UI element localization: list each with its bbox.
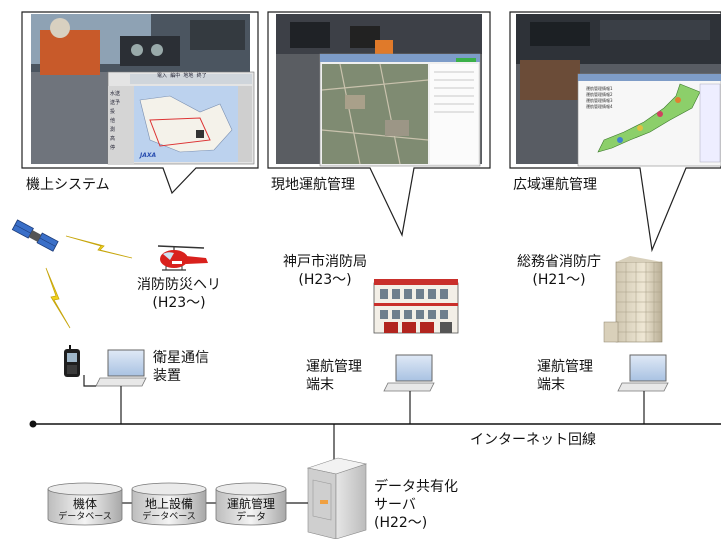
lightning-bolt-icon (45, 267, 71, 329)
laptop-fdma-icon (617, 354, 669, 392)
fdma-label: 総務省消防庁 (H21〜) (504, 253, 614, 289)
helicopter-period: (H23〜) (152, 295, 206, 311)
kobe-fire-department-building (373, 279, 459, 334)
onboard-screenshot (31, 14, 255, 165)
fdma-legend-item: 運航管理情報2 (586, 92, 613, 97)
database-cylinder-icon (47, 482, 123, 526)
terminal-kobe-label: 運航管理 端末 (306, 358, 362, 394)
satellite-icon (11, 219, 59, 252)
fdma-legend-item: 運航管理情報1 (586, 86, 613, 91)
db-ground-line1: 地上設備 (144, 497, 193, 511)
cockpit-btn: 編中 (170, 73, 181, 79)
callout-label-onboard: 機上システム (26, 177, 110, 193)
fdma-period: (H21〜) (532, 272, 586, 288)
internet-line (29, 420, 721, 428)
server-line1: データ共有化 (374, 479, 458, 495)
callout-local-operations (267, 11, 491, 237)
db-label-ops: 運航管理 データ (216, 498, 286, 524)
terminal-kobe-line1: 運航管理 (306, 359, 362, 375)
cockpit-btn: 送予 (110, 100, 121, 106)
callout-label-local: 現地運航管理 (271, 177, 355, 193)
server-icon (306, 457, 368, 539)
cockpit-btn: 地地 (183, 73, 194, 79)
db-label-ground: 地上設備 データベース (132, 498, 206, 524)
network-links (83, 375, 645, 460)
db-ground-line2: データベース (142, 512, 196, 522)
laptop-kobe-icon (383, 354, 435, 392)
cockpit-btn: 投 (110, 109, 116, 115)
callout-wide-area-operations (509, 11, 721, 253)
internet-label: インターネット回線 (470, 432, 596, 448)
database-cylinder-icon (215, 482, 287, 526)
db-airframe-line2: データベース (58, 512, 112, 522)
db-label-airframe: 機体 データベース (48, 498, 122, 524)
kobe-name: 神戸市消防局 (283, 254, 367, 270)
cockpit-btn: 停 (110, 145, 116, 151)
helicopter-icon (157, 245, 208, 271)
terminal-fdma-line2: 端末 (537, 377, 565, 393)
cockpit-side-buttons: 水送 送予 投 他 測 高 停 (110, 90, 120, 153)
fdma-legend-item: 運航管理情報3 (586, 98, 613, 103)
fdma-name: 総務省消防庁 (517, 254, 601, 270)
database-cylinder-icon (131, 482, 207, 526)
terminal-fdma-label: 運航管理 端末 (537, 358, 593, 394)
db-airframe-line1: 機体 (72, 497, 97, 511)
cockpit-logo: JAXA (140, 152, 157, 159)
fdma-legend: 運航管理情報1 運航管理情報2 運航管理情報3 運航管理情報4 (586, 86, 613, 110)
cockpit-button-labels: 電入 編中 地地 終了 (157, 73, 207, 79)
server-line2: サーバ (374, 497, 416, 513)
lightning-bolt-icon (65, 235, 133, 259)
wide-area-screenshot (516, 14, 721, 167)
db-ops-line2: データ (236, 512, 266, 523)
cockpit-btn: 高 (110, 136, 116, 142)
satcom-label: 衛星通信 装置 (153, 349, 209, 385)
db-ops-line1: 運航管理 (226, 497, 275, 511)
helicopter-label: 消防防災ヘリ (H23〜) (119, 276, 239, 312)
callout-label-wide-area: 広域運航管理 (513, 177, 597, 193)
terminal-fdma-line1: 運航管理 (537, 359, 593, 375)
fdma-legend-item: 運航管理情報4 (586, 104, 613, 109)
fdma-tower-building (603, 256, 663, 343)
server-line3: (H22〜) (374, 515, 428, 531)
cockpit-btn: 電入 (157, 73, 168, 79)
callout-onboard-system (21, 11, 259, 195)
satcom-line1: 衛星通信 (153, 350, 209, 366)
cockpit-btn: 他 (110, 118, 116, 124)
kobe-period: (H23〜) (298, 272, 352, 288)
satcom-line2: 装置 (153, 368, 181, 384)
server-label: データ共有化 サーバ (H22〜) (374, 478, 458, 532)
mobile-phone-icon (64, 345, 80, 377)
kobe-label: 神戸市消防局 (H23〜) (270, 253, 380, 289)
terminal-kobe-line2: 端末 (306, 377, 334, 393)
cockpit-btn: 水送 (110, 91, 121, 97)
helicopter-name: 消防防災ヘリ (137, 277, 221, 293)
local-operations-screenshot (276, 14, 482, 167)
cockpit-btn: 終了 (196, 73, 207, 79)
cockpit-btn: 測 (110, 127, 116, 133)
laptop-satcom-icon (95, 349, 147, 387)
